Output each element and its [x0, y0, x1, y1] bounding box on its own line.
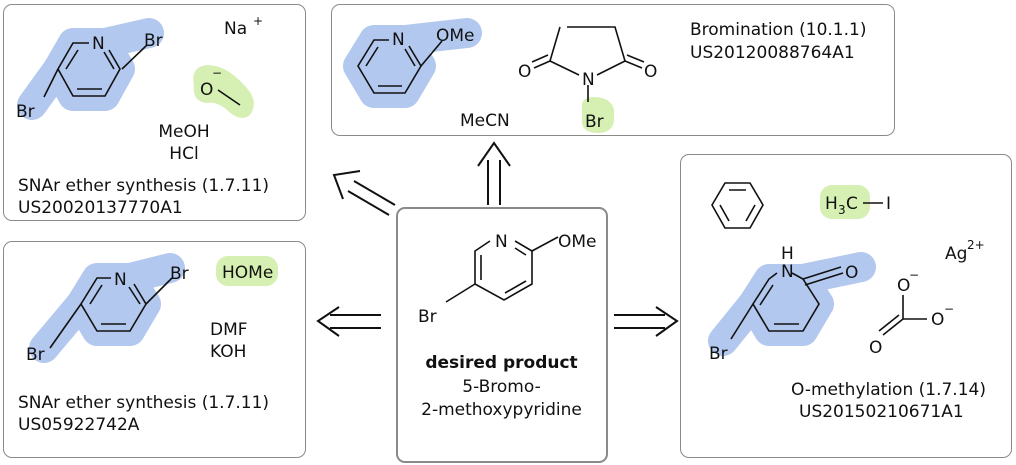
silver-charge: 2+ [967, 238, 985, 252]
pyridone-nitrogen-label: N [781, 262, 794, 282]
reagent-hcl: HCl [169, 144, 199, 164]
arrow-up [477, 141, 511, 205]
ring-nitrogen-label: N [114, 270, 127, 290]
bromo-label-2: Br [144, 31, 163, 51]
route-box-potassium-hydroxide: N Br Br HOMe DMF KOH SNAr ether synthesi… [3, 241, 306, 458]
patent-number: US20150210671A1 [799, 402, 964, 422]
carbonate-charge-right: − [944, 302, 954, 316]
carbonate-oxygen-bottom: O [869, 338, 882, 358]
carbonate-charge-top: − [909, 268, 919, 282]
carbonate-structure [878, 295, 927, 336]
methyl-subscript: 3 [838, 203, 846, 217]
bromo-label-5: Br [26, 345, 45, 365]
methylation-reagents-structures: H 3 C I Ag 2+ N H O Br O − O [708, 182, 985, 364]
sodium-charge: + [253, 14, 263, 28]
pyridone-oxygen-label: O [845, 263, 858, 283]
methyl-highlight [820, 185, 870, 219]
silver-label: Ag [945, 244, 967, 264]
reagent-methanol: MeOH [158, 122, 210, 142]
reaction-name: Bromination (10.1.1) [690, 20, 867, 40]
ring-nitrogen-label: N [92, 34, 105, 54]
dibromopyridine-structure: N Br Br HOMe [26, 253, 278, 365]
solvent-acetonitrile: MeCN [460, 111, 510, 131]
target-molecule-structure: N OMe Br [418, 232, 597, 327]
arrow-up-left [332, 170, 396, 216]
bromo-label-5: Br [16, 102, 35, 122]
nbs-bromine-label: Br [585, 112, 604, 132]
reaction-name: SNAr ether synthesis (1.7.11) [18, 176, 270, 196]
methoxy-label: OMe [436, 26, 475, 46]
methyl-h-label: H [825, 194, 838, 214]
nbs-oxygen-left: O [518, 62, 531, 82]
pyridone-hydrogen-label: H [781, 244, 794, 264]
bromo-label-2: Br [170, 264, 189, 284]
patent-number: US20020137770A1 [18, 198, 183, 218]
reaction-name: O-methylation (1.7.14) [791, 380, 986, 400]
nbs-nitrogen-label: N [582, 70, 595, 90]
product-name-line-2: 2-methoxypyridine [421, 400, 582, 420]
sodium-label: Na [224, 19, 247, 39]
nbs-oxygen-right: O [644, 62, 657, 82]
ring-nitrogen-label: N [495, 232, 508, 252]
patent-number: US05922742A [18, 415, 140, 435]
benzene-structure [711, 182, 764, 229]
reagent-koh: KOH [210, 342, 247, 362]
reagent-dmf: DMF [210, 320, 248, 340]
arrow-right [614, 306, 679, 337]
route-box-bromination: N OMe MeCN O O N Br Bromination (10.1.1)… [331, 4, 895, 136]
dibromopyridine-structure: N Br Br O − Na + [16, 14, 263, 122]
methoxide-oxygen-label: O [200, 80, 213, 100]
methoxypyridine-and-nbs-structures: N OMe MeCN O O N Br [343, 18, 657, 133]
patent-number: US20120088764A1 [690, 43, 855, 63]
reaction-name: SNAr ether synthesis (1.7.11) [18, 393, 270, 413]
methoxide-charge: − [212, 66, 222, 80]
bromo-label: Br [418, 307, 437, 327]
target-product-box: N OMe Br desired product 5-Bromo- 2-meth… [396, 207, 608, 463]
product-title: desired product [425, 353, 578, 373]
methoxy-label: OMe [558, 232, 597, 252]
carbonate-oxygen-right: O [931, 310, 944, 330]
carbonate-oxygen-top: O [897, 276, 910, 296]
methanol-highlight [216, 256, 278, 286]
route-box-sodium-methoxide: N Br Br O − Na + MeOH HCl SNAr ether syn… [3, 4, 306, 221]
route-box-o-methylation: H 3 C I Ag 2+ N H O Br O − O [680, 154, 1012, 458]
methyl-c-label: C [846, 194, 858, 214]
iodine-label: I [886, 194, 891, 214]
product-name-line-1: 5-Bromo- [462, 377, 541, 397]
bromine-highlight [581, 97, 614, 133]
arrow-left [316, 306, 381, 337]
ring-nitrogen-label: N [392, 30, 405, 50]
reagent-methanol: HOMe [222, 263, 273, 283]
pyridone-bromo-label: Br [709, 344, 728, 364]
